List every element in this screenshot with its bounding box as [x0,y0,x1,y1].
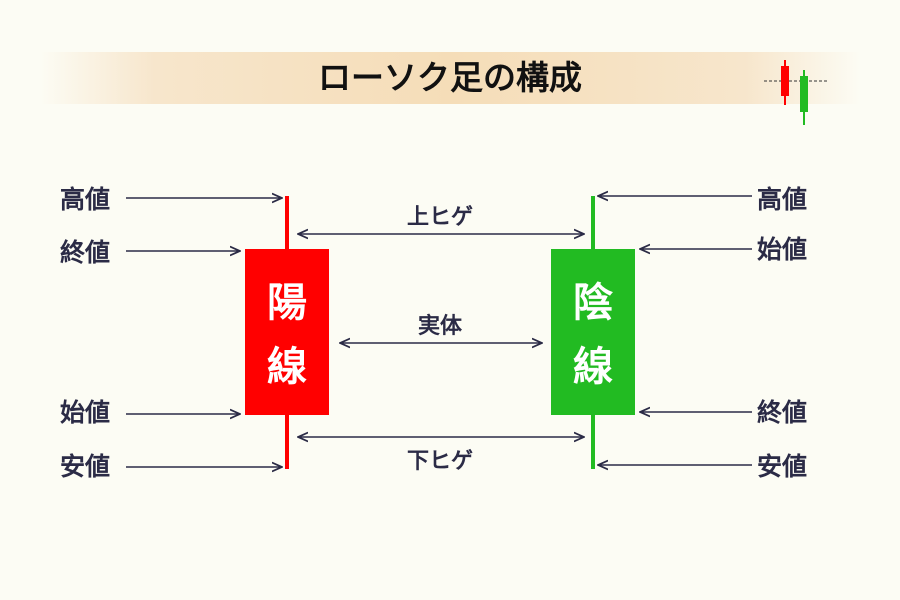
bearish-low-label: 安値 [757,452,807,481]
bearish-open-label: 始値 [757,235,807,264]
bullish-body [245,249,329,415]
body-label: 実体 [418,313,463,339]
bearish-close-label: 終値 [757,398,807,427]
bullish-low-label: 安値 [60,452,110,481]
candlestick-icon [764,60,828,125]
bullish-open-label: 始値 [60,398,110,427]
bearish-body-char-2: 線 [573,344,613,390]
bullish-body-char-1: 陽 [267,280,307,326]
bullish-candle: 陽 線 [245,196,329,469]
upper-shadow-label: 上ヒゲ [407,205,473,230]
bullish-body-char-2: 線 [267,344,307,390]
lower-shadow-label: 下ヒゲ [407,449,473,474]
bullish-close-label: 終値 [60,238,110,267]
bearish-body [551,249,635,415]
bearish-body-char-1: 陰 [573,280,613,326]
page-title: ローソク足の構成 [318,58,582,97]
title-band [40,52,860,104]
bearish-high-label: 高値 [757,185,807,214]
bearish-candle: 陰 線 [551,196,635,469]
bullish-high-label: 高値 [60,185,110,214]
